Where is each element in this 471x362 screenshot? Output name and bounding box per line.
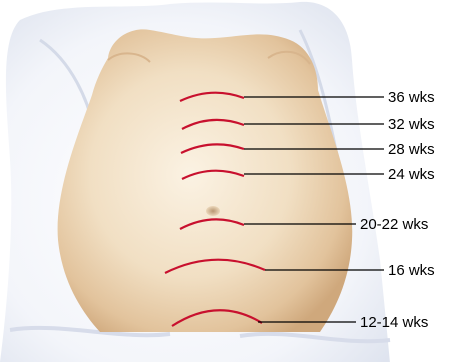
- label-20-22-wks: 20-22 wks: [360, 217, 428, 232]
- label-16-wks: 16 wks: [388, 263, 435, 278]
- label-28-wks: 28 wks: [388, 142, 435, 157]
- label-12-14-wks: 12-14 wks: [360, 315, 428, 330]
- label-32-wks: 32 wks: [388, 117, 435, 132]
- label-36-wks: 36 wks: [388, 90, 435, 105]
- abdomen: [58, 29, 353, 332]
- navel: [206, 206, 220, 216]
- label-24-wks: 24 wks: [388, 167, 435, 182]
